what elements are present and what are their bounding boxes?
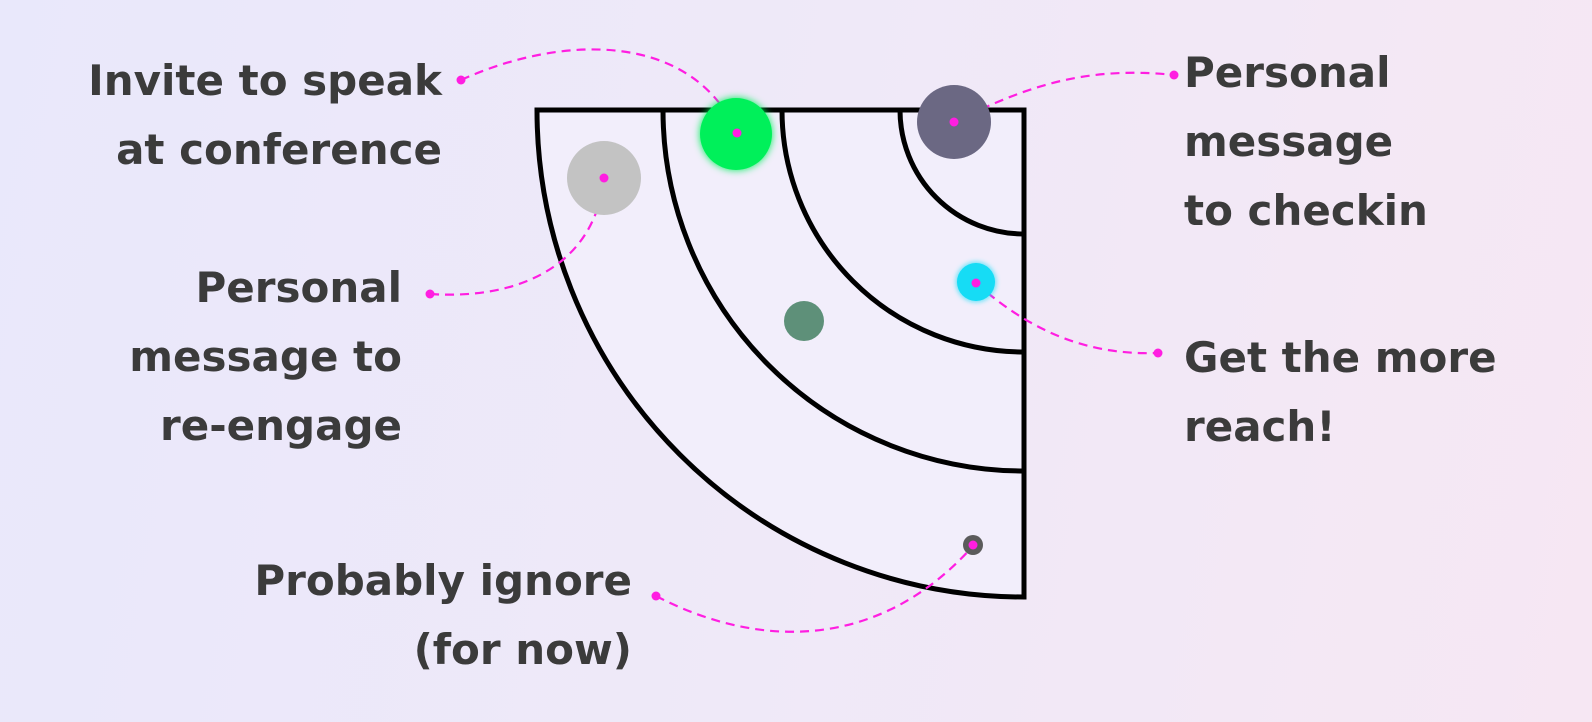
label-line: Personal bbox=[195, 263, 402, 312]
label-probably-ignore: Probably ignore (for now) bbox=[254, 546, 632, 684]
connector-ignore bbox=[655, 545, 974, 633]
label-line: Get the more bbox=[1184, 333, 1497, 382]
ring-4 bbox=[897, 109, 1025, 237]
endpoint-reach-label bbox=[1153, 348, 1163, 358]
label-get-more-reach: Get the more reach! bbox=[1184, 323, 1497, 461]
outer-ring bbox=[534, 107, 1027, 600]
endpoint-ignore-dot bbox=[968, 540, 978, 550]
label-invite-to-speak: Invite to speak at conference bbox=[88, 46, 442, 184]
endpoint-checkin-dot bbox=[949, 117, 959, 127]
label-line: message bbox=[1184, 117, 1394, 166]
label-line: at conference bbox=[116, 125, 442, 174]
label-line: (for now) bbox=[413, 625, 632, 674]
endpoint-reach-dot bbox=[971, 278, 981, 288]
quadrant-outline bbox=[534, 107, 1027, 600]
connector-invite bbox=[460, 48, 738, 133]
label-personal-reengage: Personal message to re-engage bbox=[129, 253, 402, 460]
endpoint-checkin-label bbox=[1169, 70, 1179, 80]
connector-endpoints bbox=[425, 70, 1179, 601]
ring-2 bbox=[660, 109, 1025, 474]
label-line: Personal bbox=[1184, 48, 1391, 97]
ring-3 bbox=[779, 109, 1025, 355]
middle-dot bbox=[784, 301, 824, 341]
label-line: Invite to speak bbox=[88, 56, 442, 105]
label-line: reach! bbox=[1184, 402, 1336, 451]
endpoint-reengage-label bbox=[425, 289, 435, 299]
endpoint-reengage-dot bbox=[599, 173, 609, 183]
label-line: to checkin bbox=[1184, 186, 1428, 235]
endpoint-invite-label bbox=[456, 75, 466, 85]
label-line: message to bbox=[129, 332, 402, 381]
connector-checkin bbox=[953, 71, 1175, 123]
connector-reach bbox=[975, 282, 1159, 355]
label-personal-checkin: Personal message to checkin bbox=[1184, 38, 1428, 245]
endpoint-invite-dot bbox=[732, 128, 742, 138]
label-line: re-engage bbox=[160, 401, 402, 450]
endpoint-ignore-label bbox=[651, 591, 661, 601]
label-line: Probably ignore bbox=[254, 556, 632, 605]
